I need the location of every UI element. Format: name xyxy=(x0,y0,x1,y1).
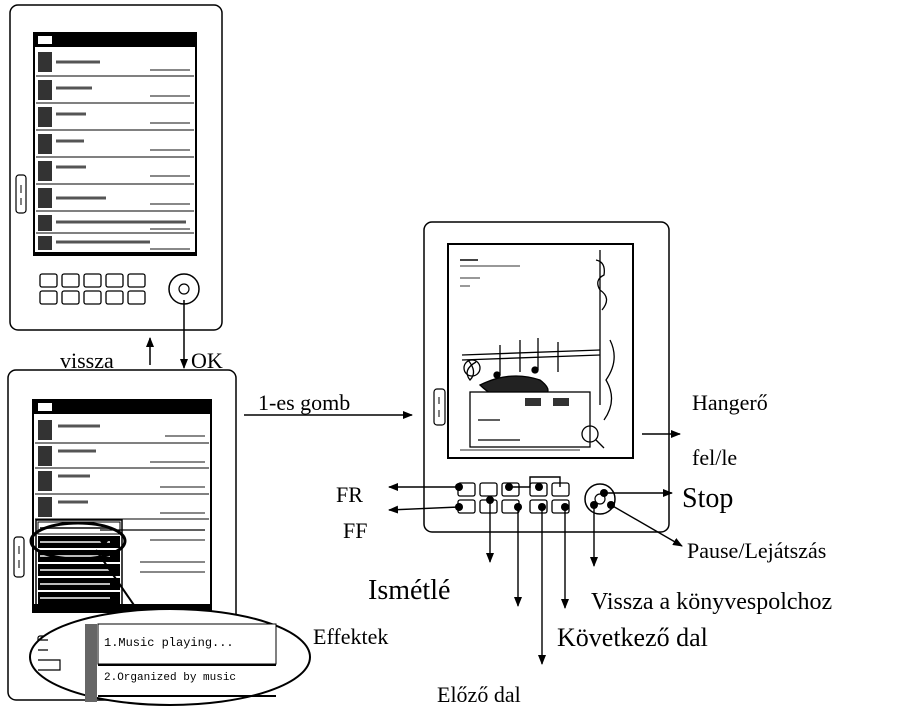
device-bottom-left xyxy=(7,369,237,701)
label-back: vissza xyxy=(60,348,114,373)
label-next-song: Következő dal xyxy=(557,623,708,652)
popup-menu xyxy=(35,519,123,611)
label-ff: FF xyxy=(343,518,368,543)
label-volume-line2: fel/le xyxy=(692,445,738,470)
label-prev-song: Előző dal xyxy=(437,682,521,707)
device-top-left-buttons xyxy=(39,273,146,305)
device-top-left xyxy=(9,4,223,331)
label-button1: 1-es gomb xyxy=(258,390,351,415)
zoom-menu-item-1: 1.Music playing... xyxy=(104,636,234,650)
label-ok: OK xyxy=(191,348,223,373)
book-list-rows-2 xyxy=(35,420,209,573)
callout-arrows xyxy=(388,430,683,665)
zoom-callout xyxy=(29,608,311,706)
zoom-menu-item-2: 2.Organized by music xyxy=(104,672,237,684)
menu-highlight-ellipse xyxy=(29,521,127,561)
book-list-rows xyxy=(36,52,194,250)
label-repeat: Ismétlé xyxy=(368,575,451,606)
label-pause-play: Pause/Lejátszás xyxy=(687,538,827,563)
label-volume-line1: Hangerő xyxy=(692,390,768,415)
label-stop: Stop xyxy=(682,483,734,514)
label-effects: Effektek xyxy=(313,624,389,649)
music-illustration xyxy=(460,250,615,451)
label-fr: FR xyxy=(336,482,363,507)
label-back-to-shelf: Vissza a könyvespolchoz xyxy=(591,589,833,615)
